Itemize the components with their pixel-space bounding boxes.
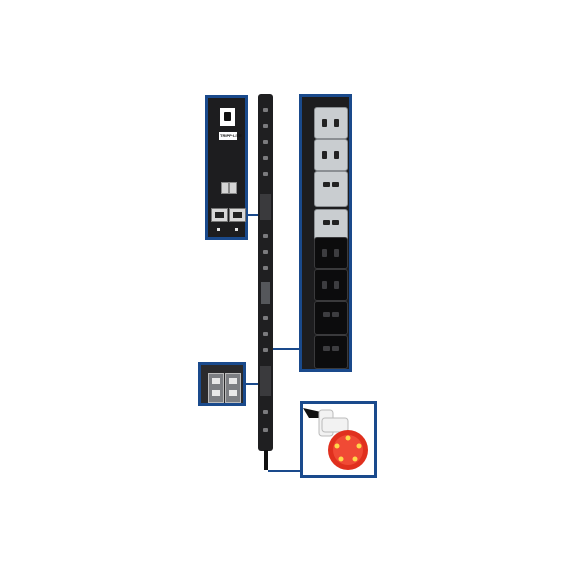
- strip-detail: [263, 108, 268, 112]
- c19-outlet: [314, 335, 348, 369]
- strip-label: [261, 282, 270, 304]
- network-port: [229, 208, 246, 222]
- strip-detail: [263, 250, 268, 254]
- breaker-switch: [225, 373, 241, 403]
- connector-line: [246, 383, 258, 385]
- strip-detail: [263, 428, 268, 432]
- outlet-panel-callout: [299, 94, 352, 372]
- c13-outlet: [314, 269, 348, 301]
- status-led: [217, 228, 220, 231]
- strip-detail: [263, 124, 268, 128]
- strip-detail: [263, 234, 268, 238]
- input-plug-callout: [300, 401, 377, 478]
- c19-outlet: [314, 301, 348, 335]
- strip-detail: [263, 348, 268, 352]
- strip-detail: [263, 172, 268, 176]
- lock-icon: [224, 112, 231, 121]
- pdu-strip: [258, 94, 273, 451]
- usb-port: [221, 182, 229, 194]
- brand-logo-text: TRIPP·LITE: [220, 133, 242, 138]
- c13-outlet: [314, 107, 348, 139]
- status-led: [235, 228, 238, 231]
- c13-outlet: [314, 237, 348, 269]
- connector-line: [273, 348, 299, 350]
- c19-outlet: [314, 171, 348, 207]
- network-port: [211, 208, 228, 222]
- strip-detail: [263, 266, 268, 270]
- lcd-display: [220, 108, 235, 126]
- usb-port: [229, 182, 237, 194]
- strip-detail: [263, 332, 268, 336]
- power-cable: [264, 450, 268, 470]
- c13-outlet: [314, 139, 348, 171]
- strip-detail: [263, 410, 268, 414]
- controller-module-callout: TRIPP·LITE: [205, 95, 248, 240]
- strip-controller-section: [260, 194, 271, 220]
- strip-detail: [263, 316, 268, 320]
- breaker-panel-callout: [198, 362, 246, 406]
- connector-line: [246, 214, 258, 216]
- connector-line: [268, 470, 300, 472]
- breaker-switch: [208, 373, 224, 403]
- strip-detail: [263, 140, 268, 144]
- strip-breaker-section: [260, 366, 271, 396]
- brand-logo: TRIPP·LITE: [219, 132, 242, 140]
- strip-detail: [263, 156, 268, 160]
- iec-plug-icon: [303, 408, 368, 470]
